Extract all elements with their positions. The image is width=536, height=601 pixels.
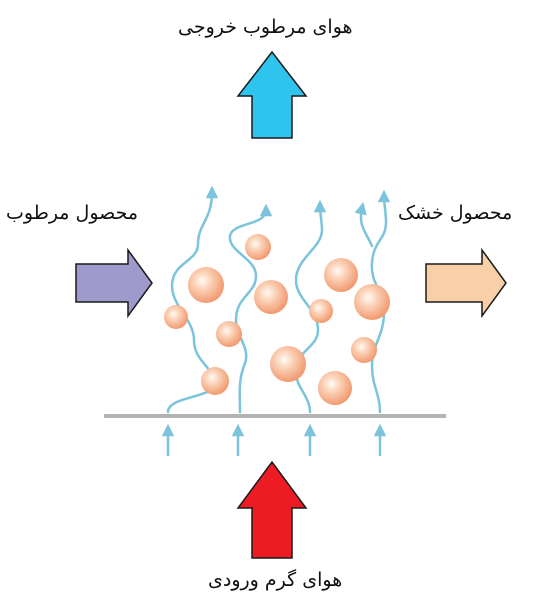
wet-product-arrow	[75, 247, 153, 319]
wet-product-label: محصول مرطوب	[6, 202, 139, 224]
outlet-air-label: هوای مرطوب خروجی	[178, 16, 353, 38]
outlet-air-arrow	[236, 50, 308, 139]
dry-product-arrow	[425, 247, 507, 319]
dry-product-label: محصول خشک	[398, 202, 513, 224]
inlet-air-label: هوای گرم ورودی	[208, 569, 343, 591]
inlet-air-arrow	[236, 460, 308, 559]
inlet-air-streams	[161, 423, 387, 456]
particles	[164, 234, 390, 405]
